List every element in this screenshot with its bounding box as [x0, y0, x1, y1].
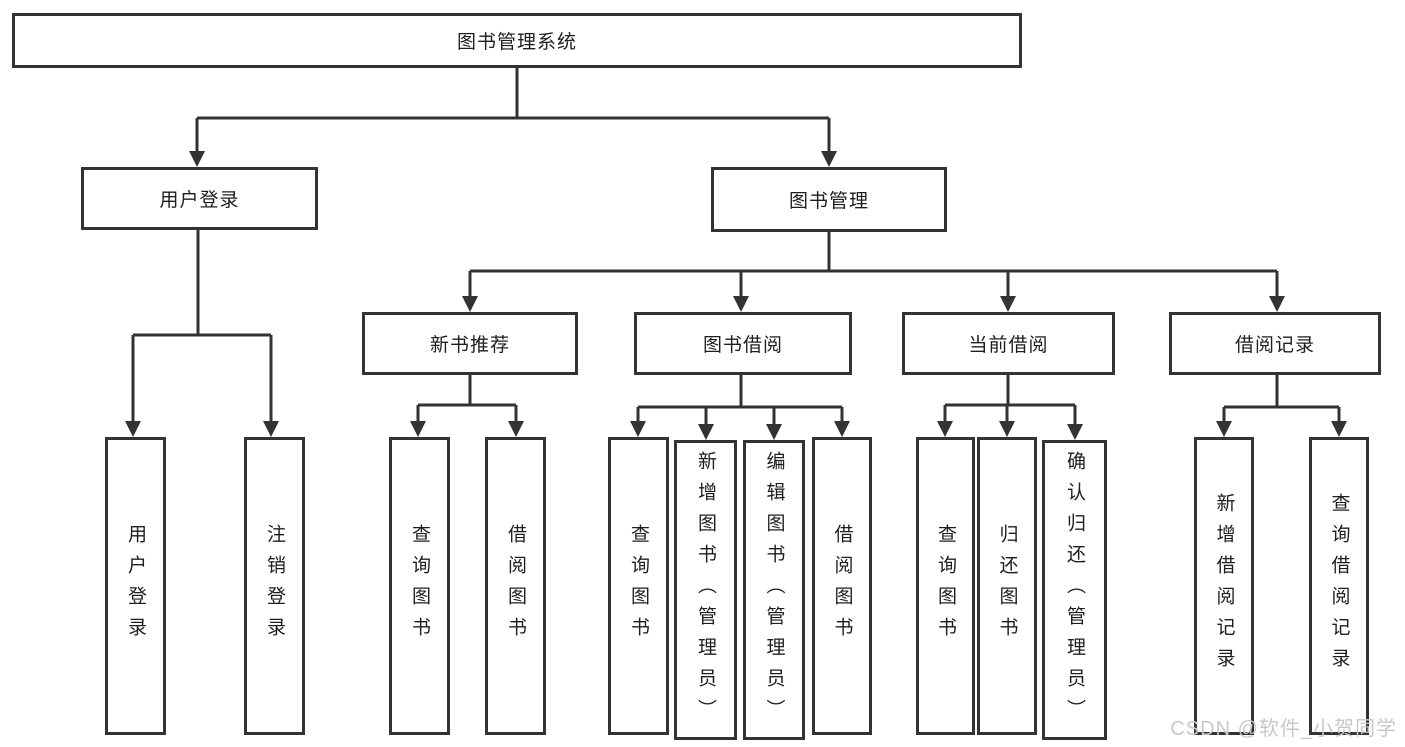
- node-book-management: 图书管理: [711, 167, 947, 232]
- arrow-down-icon: [999, 421, 1015, 437]
- leaf-label: 用户登录: [125, 524, 146, 648]
- node-book-management-label: 图书管理: [788, 191, 869, 212]
- leaf-label: 新增图书（管理员）: [695, 450, 716, 730]
- arrow-down-icon: [766, 424, 782, 440]
- arrow-down-icon: [508, 421, 524, 437]
- leaf-borrow-books-recommend: 借阅图书: [485, 437, 546, 735]
- leaf-label: 查询图书: [628, 524, 649, 648]
- node-user-login: 用户登录: [81, 167, 318, 230]
- arrow-down-icon: [410, 421, 426, 437]
- arrow-down-icon: [821, 151, 837, 167]
- leaf-edit-books-admin: 编辑图书（管理员）: [743, 440, 805, 740]
- leaf-add-borrow-record: 新增借阅记录: [1194, 437, 1254, 735]
- leaf-user-login: 用户登录: [105, 437, 166, 735]
- leaf-query-books-current: 查询图书: [916, 437, 975, 735]
- leaf-label: 新增借阅记录: [1213, 493, 1235, 679]
- node-root: 图书管理系统: [12, 13, 1022, 68]
- node-book-borrow: 图书借阅: [634, 312, 852, 375]
- arrow-down-icon: [189, 151, 205, 167]
- leaf-query-borrow-record: 查询借阅记录: [1309, 437, 1369, 735]
- leaf-return-books: 归还图书: [977, 437, 1037, 735]
- node-current-borrow-label: 当前借阅: [968, 335, 1049, 356]
- leaf-query-books-borrow: 查询图书: [608, 437, 669, 735]
- node-current-borrow: 当前借阅: [902, 312, 1115, 375]
- leaf-add-books-admin: 新增图书（管理员）: [674, 440, 737, 740]
- node-new-book-recommend: 新书推荐: [362, 312, 578, 375]
- arrow-down-icon: [1331, 421, 1347, 437]
- node-new-book-recommend-label: 新书推荐: [429, 335, 510, 356]
- arrow-down-icon: [263, 421, 279, 437]
- node-book-borrow-label: 图书借阅: [702, 335, 783, 356]
- leaf-label: 注销登录: [264, 524, 285, 648]
- leaf-logout: 注销登录: [244, 437, 305, 735]
- node-root-label: 图书管理系统: [456, 32, 577, 53]
- node-user-login-label: 用户登录: [159, 190, 240, 211]
- leaf-label: 编辑图书（管理员）: [763, 450, 785, 730]
- arrow-down-icon: [733, 296, 749, 312]
- leaf-query-books-recommend: 查询图书: [389, 437, 450, 735]
- arrow-down-icon: [1067, 424, 1083, 440]
- leaf-label: 借阅图书: [831, 524, 853, 648]
- arrow-down-icon: [462, 296, 478, 312]
- arrow-down-icon: [1269, 296, 1285, 312]
- leaf-label: 确认归还（管理员）: [1064, 450, 1085, 730]
- arrow-down-icon: [937, 421, 953, 437]
- arrow-down-icon: [1000, 296, 1016, 312]
- leaf-label: 借阅图书: [505, 524, 526, 648]
- leaf-borrow-books: 借阅图书: [812, 437, 872, 735]
- node-borrow-records-label: 借阅记录: [1234, 335, 1315, 356]
- leaf-label: 查询借阅记录: [1328, 493, 1350, 679]
- arrow-down-icon: [698, 424, 714, 440]
- arrow-down-icon: [630, 421, 646, 437]
- arrow-down-icon: [834, 421, 850, 437]
- leaf-label: 查询图书: [935, 524, 956, 648]
- leaf-label: 归还图书: [996, 524, 1018, 648]
- leaf-label: 查询图书: [409, 524, 430, 648]
- leaf-confirm-return-admin: 确认归还（管理员）: [1042, 440, 1107, 740]
- node-borrow-records: 借阅记录: [1169, 312, 1381, 375]
- arrow-down-icon: [1216, 421, 1232, 437]
- arrow-down-icon: [125, 421, 141, 437]
